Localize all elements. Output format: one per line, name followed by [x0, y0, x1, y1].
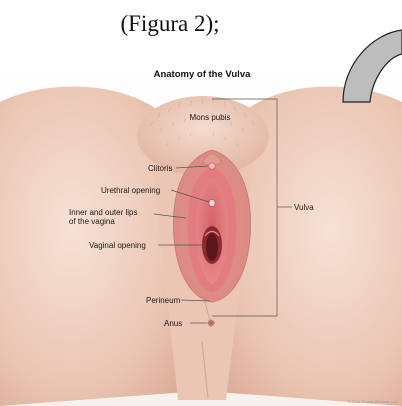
label-lips-line2: of the vagina — [69, 217, 115, 226]
label-lips-line1: Inner and outer lips — [69, 208, 138, 217]
label-urethral-opening: Urethral opening — [101, 186, 160, 195]
copyright-notice: © 2014 Terese Winslow LLC — [348, 399, 399, 404]
label-vulva: Vulva — [294, 203, 314, 212]
urethral-opening — [209, 199, 215, 206]
vaginal-opening-inner — [206, 233, 218, 261]
label-clitoris: Clitoris — [148, 164, 172, 173]
label-anus: Anus — [164, 319, 182, 328]
label-perineum: Perineum — [146, 296, 181, 305]
clitoris — [209, 163, 215, 169]
label-vaginal-opening: Vaginal opening — [89, 241, 146, 250]
label-mons-pubis: Mons pubis — [190, 113, 231, 122]
illustration-title: Anatomy of the Vulva — [154, 69, 251, 80]
